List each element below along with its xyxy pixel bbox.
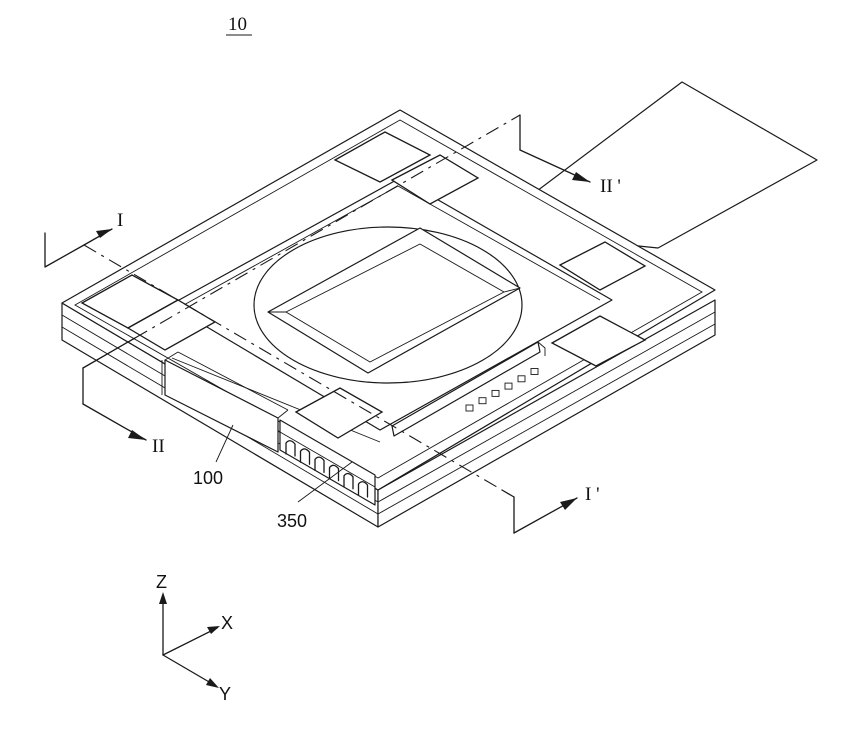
y-axis (162, 654, 217, 687)
side-module-100 (161, 351, 289, 453)
pad-right-b (550, 315, 647, 367)
connector-pin (328, 464, 340, 482)
leader-100 (215, 424, 234, 463)
contact-pads (80, 131, 647, 439)
axis-label-z: Z (156, 572, 167, 592)
leader-350 (297, 461, 353, 503)
side-contact (491, 389, 500, 397)
section-line-II (82, 114, 591, 441)
connector-350 (279, 419, 376, 506)
section-label-I-prime: I ' (585, 484, 600, 505)
x-axis (162, 627, 218, 656)
section-label-II: II (152, 436, 165, 457)
section-label-II-prime: II ' (600, 176, 621, 197)
ref-label-100: 100 (193, 468, 223, 488)
connector-pins (285, 440, 369, 498)
side-step (391, 341, 546, 437)
side-contact (465, 404, 474, 412)
pad-back-a (333, 131, 432, 183)
ref-label-350: 350 (277, 511, 307, 531)
pad-right-a (558, 241, 647, 291)
connector-pin (357, 481, 369, 498)
pad-back-b (390, 154, 480, 205)
coordinate-axes (159, 592, 220, 688)
lens-aperture (253, 226, 523, 384)
axis-label-x: X (221, 613, 233, 633)
section-line-I (44, 228, 578, 534)
axis-label-y: Y (219, 684, 231, 704)
connector-pin (285, 440, 296, 457)
connector-pin (314, 456, 325, 474)
pad-front-center (294, 387, 384, 439)
side-contact-row (465, 368, 539, 412)
connector-pin (343, 472, 354, 490)
section-label-I: I (117, 210, 123, 231)
side-contact (517, 375, 526, 383)
side-contact (504, 382, 513, 390)
side-contact (478, 397, 487, 405)
side-contact (530, 368, 539, 375)
connector-pin (299, 448, 311, 465)
figure-number: 10 (228, 14, 247, 35)
